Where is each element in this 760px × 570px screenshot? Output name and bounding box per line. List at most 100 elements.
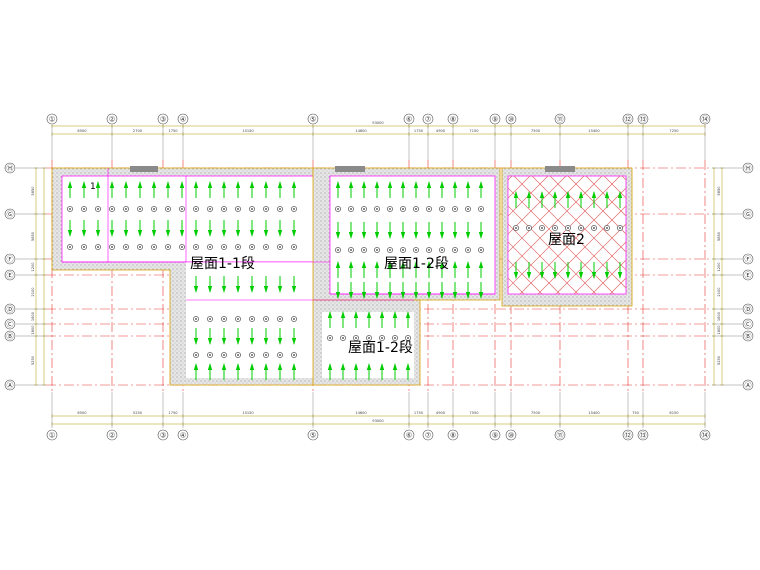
roof-drain-center	[237, 208, 239, 210]
roof-drain-center	[528, 227, 530, 229]
slope-arrow-head	[249, 363, 255, 370]
roof-drain-center	[83, 208, 85, 210]
slope-arrow-head	[137, 181, 143, 188]
slope-arrow	[366, 363, 372, 380]
axis-bubble: ⑭	[699, 429, 711, 441]
axis-bubble-label: ④	[180, 431, 186, 439]
roof-drain	[327, 335, 333, 341]
slope-arrow	[426, 282, 432, 299]
slope-arrow-head	[392, 363, 398, 370]
roof-drain	[374, 247, 380, 253]
roof-drain-center	[394, 337, 396, 339]
axis-bubble-label: ⑫	[625, 115, 632, 123]
slope-arrow	[578, 191, 584, 208]
slope-arrow-head	[221, 338, 227, 345]
slope-arrow-head	[374, 181, 380, 188]
roof-drain-center	[593, 227, 595, 229]
roof-drain	[221, 206, 227, 212]
slope-arrow	[465, 282, 471, 299]
slope-arrow-head	[578, 272, 584, 279]
roof-drain-center	[111, 246, 113, 248]
slope-arrow-head	[400, 232, 406, 239]
slope-arrow	[578, 262, 584, 279]
hatch-line	[507, 241, 561, 295]
roof-drain-center	[407, 337, 409, 339]
axis-bubble-label: ⑤	[310, 431, 316, 439]
slope-arrow-head	[235, 181, 241, 188]
slope-arrow-head	[426, 261, 432, 268]
roof-drain-center	[389, 249, 391, 251]
bottom-dimension-text: 7550	[469, 411, 479, 415]
roof-drain	[179, 206, 185, 212]
roof-drain-center	[402, 208, 404, 210]
zone-label-roof-1-2-lower: 屋面1-2段	[348, 340, 413, 356]
roof-drain-center	[265, 318, 267, 320]
hatch-line	[507, 175, 513, 181]
roof-drain-center	[195, 246, 197, 248]
axis-bubble-circle	[4, 330, 16, 342]
slope-arrow	[335, 181, 341, 198]
roof-drain-center	[125, 208, 127, 210]
roof-drain-center	[209, 318, 211, 320]
axis-bubble: ⑧	[447, 429, 459, 441]
axis-bubble-label: ⑩	[508, 115, 514, 123]
slope-arrow-head	[277, 181, 283, 188]
axis-bubble-circle	[489, 429, 501, 441]
slope-arrow-head	[604, 191, 610, 198]
slope-arrow-head	[526, 272, 532, 279]
axis-bubble-label: ⑨	[492, 431, 498, 439]
axis-bubble-circle	[4, 379, 16, 391]
section-marker: 1	[90, 182, 96, 192]
bottom-dimension-text: 14600	[355, 411, 367, 415]
bottom-dimension-text: 1750	[168, 411, 178, 415]
axis-bubble-label: ④	[180, 115, 186, 123]
axis-bubble: Ⓓ	[742, 303, 754, 315]
hatch-line	[507, 175, 531, 199]
hatch-line	[603, 175, 627, 199]
slope-arrow-head	[439, 292, 445, 299]
axis-bubble-label: Ⓒ	[745, 320, 752, 328]
roof-drain-center	[237, 318, 239, 320]
zone-roof-1-1-inner	[61, 175, 318, 263]
roof-drain-center	[195, 208, 197, 210]
slope-arrow	[604, 262, 610, 279]
axis-bubble-circle	[505, 429, 517, 441]
slope-arrow-head	[81, 181, 87, 188]
hatch-line	[537, 205, 627, 295]
roof-drain-center	[265, 208, 267, 210]
slope-arrow-head	[335, 292, 341, 299]
slope-arrow	[235, 181, 241, 198]
slope-arrow	[193, 328, 199, 345]
roof-drain	[291, 352, 297, 358]
slope-arrow	[413, 181, 419, 198]
axis-bubble-label: Ⓔ	[7, 271, 14, 279]
axis-bubble-circle	[742, 330, 754, 342]
slope-arrow-head	[249, 286, 255, 293]
axis-bubble-label: ⑭	[702, 115, 709, 123]
slope-arrow	[526, 191, 532, 208]
slope-arrow-head	[361, 261, 367, 268]
slope-arrow-head	[123, 230, 129, 237]
slope-arrow-head	[353, 363, 359, 370]
slope-arrow	[277, 220, 283, 237]
slope-arrow	[263, 276, 269, 293]
slope-arrow-head	[413, 232, 419, 239]
slope-arrow-head	[263, 338, 269, 345]
right-dimension-text: 1800	[717, 325, 721, 335]
roof-drain-center	[167, 208, 169, 210]
gutter-patch	[545, 166, 575, 172]
bottom-dimension-text: 750	[632, 411, 640, 415]
roof-drain	[465, 247, 471, 253]
roof-drain-center	[368, 337, 370, 339]
axis-bubble-label: ⑫	[625, 431, 632, 439]
slope-arrow-head	[387, 261, 393, 268]
slope-arrow-head	[291, 286, 297, 293]
slope-arrow	[151, 181, 157, 198]
roof-drain	[552, 225, 558, 231]
left-dimension-text: 2100	[31, 287, 35, 297]
roof-drain	[439, 206, 445, 212]
roof-drain	[387, 247, 393, 253]
slope-arrow	[123, 181, 129, 198]
slope-arrow-head	[207, 363, 213, 370]
hatch-line	[609, 277, 627, 295]
